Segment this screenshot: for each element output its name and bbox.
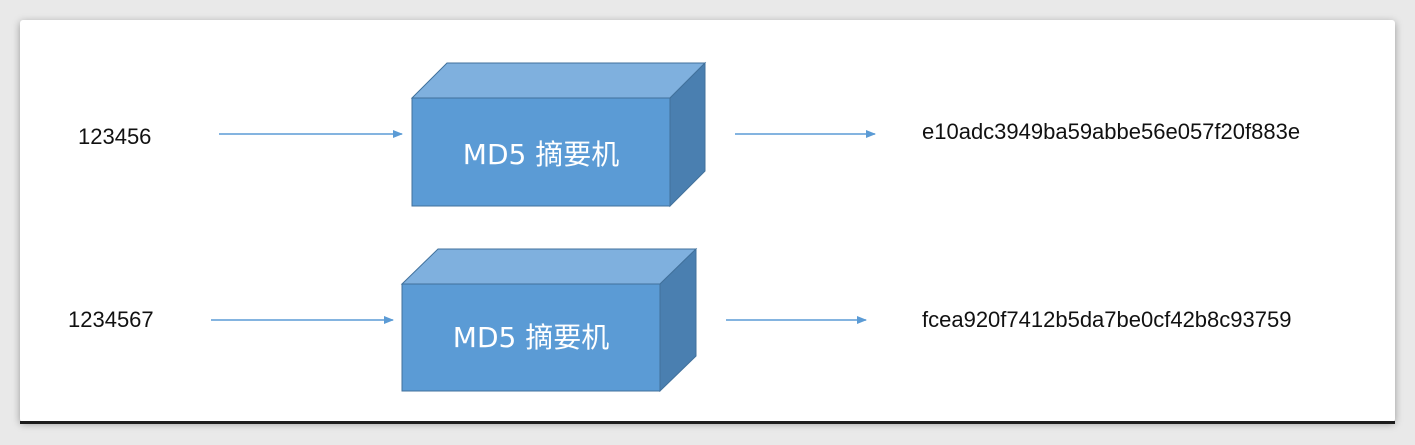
bottom-border (20, 421, 1395, 424)
md5-box-1: MD5 摘要机 (410, 61, 707, 208)
box-label-1: MD5 摘要机 (463, 138, 619, 171)
md5-box-2: MD5 摘要机 (400, 247, 698, 393)
box-top-face-1 (410, 62, 707, 99)
box-label-2: MD5 摘要机 (453, 321, 609, 354)
box-front-face-2 (401, 283, 661, 392)
box-front-face-1 (411, 97, 671, 207)
input-text-1: 123456 (78, 124, 151, 149)
diagram-canvas (20, 20, 1395, 422)
output-text-2: fcea920f7412b5da7be0cf42b8c93759 (922, 307, 1291, 332)
input-text-2: 1234567 (68, 307, 154, 332)
row-2: 1234567 MD5 摘要机 fcea920f7412b5da7be0cf42… (68, 247, 1291, 393)
output-text-1: e10adc3949ba59abbe56e057f20f883e (922, 119, 1300, 144)
row-1: 123456 MD5 摘要机 e10adc3949ba59abbe56e057f… (78, 61, 1300, 208)
box-top-face-2 (400, 248, 698, 285)
